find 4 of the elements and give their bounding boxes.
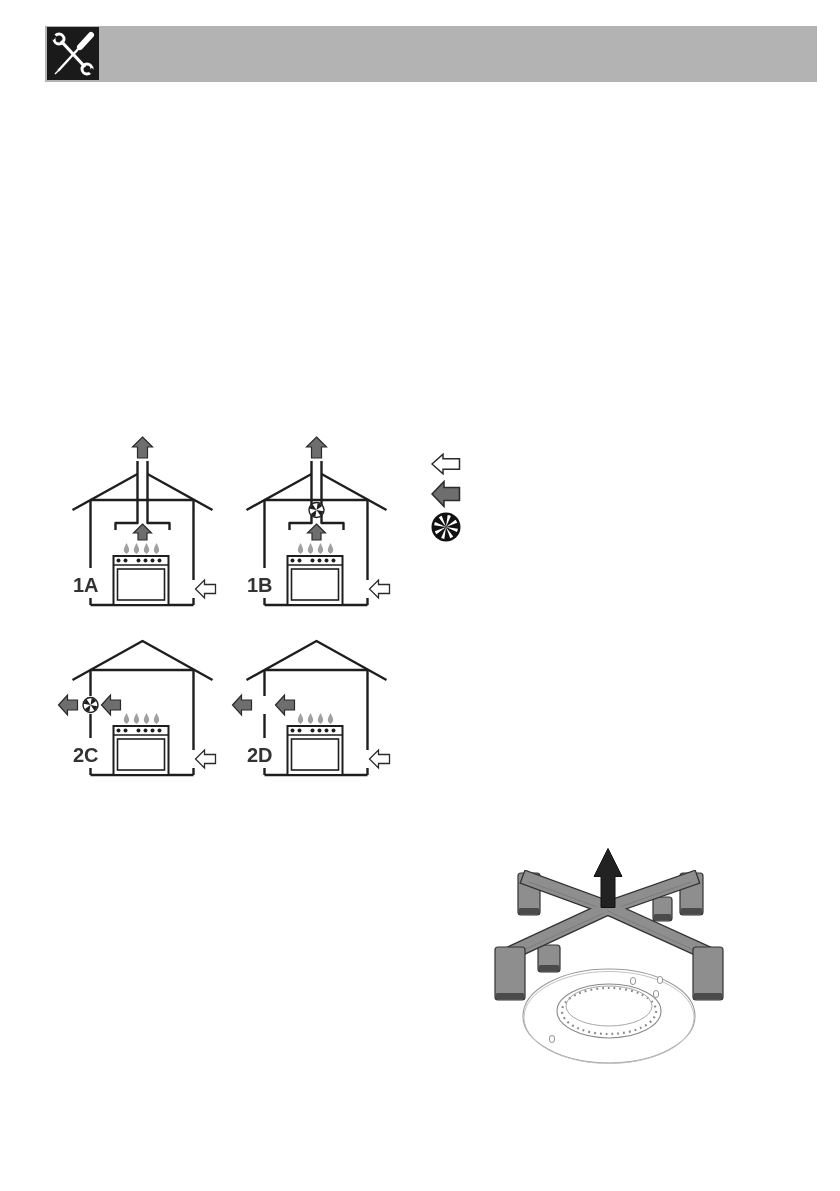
figure-label: 1A (73, 575, 99, 595)
figure-label: 2C (73, 745, 99, 765)
figure-label: 1B (247, 575, 273, 595)
figure-label: 2D (247, 745, 273, 765)
